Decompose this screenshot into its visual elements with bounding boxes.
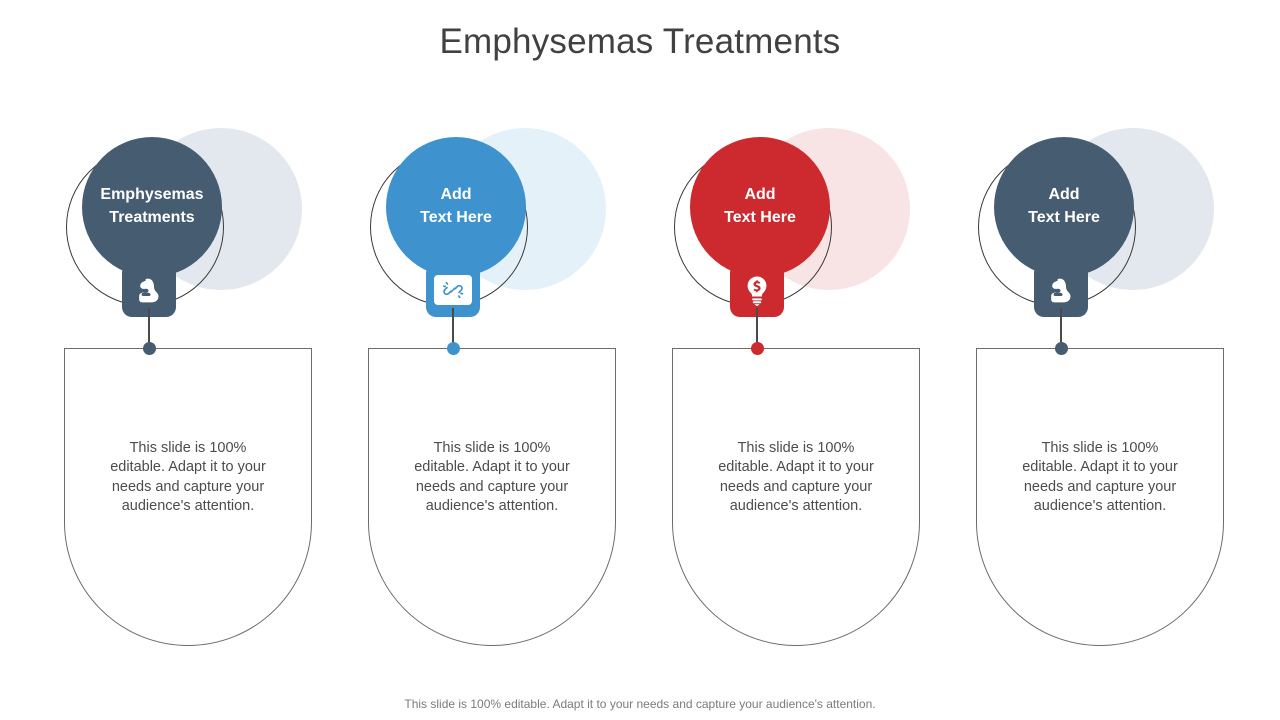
description-panel[interactable]: This slide is 100% editable. Adapt it to… <box>672 348 920 646</box>
main-circle[interactable]: Emphysemas Treatments <box>82 137 222 277</box>
connector-line <box>452 308 454 351</box>
main-circle[interactable]: Add Text Here <box>994 137 1134 277</box>
circle-cluster: Add Text Here <box>972 120 1220 332</box>
footer-note: This slide is 100% editable. Adapt it to… <box>404 697 876 711</box>
main-circle[interactable]: Add Text Here <box>386 137 526 277</box>
flexed-bicep-icon <box>1046 275 1076 305</box>
circle-label: Add Text Here <box>1028 186 1100 226</box>
infographic-column[interactable]: Add Text Here This slide is 100% editabl… <box>668 120 920 660</box>
flexed-bicep-icon <box>134 275 164 305</box>
connector-node-dot <box>446 342 460 355</box>
lightbulb-dollar-icon <box>742 274 772 306</box>
connector-line <box>1060 308 1062 351</box>
circle-label: Add Text Here <box>724 186 796 226</box>
connector-line <box>148 308 150 351</box>
connector-node-dot <box>142 342 156 355</box>
infographic-column[interactable]: Emphysemas Treatments This slide is 100%… <box>60 120 312 660</box>
icon-badge[interactable] <box>426 263 480 317</box>
circle-cluster: Emphysemas Treatments <box>60 120 308 332</box>
panel-body-text: This slide is 100% editable. Adapt it to… <box>1022 440 1178 514</box>
column-container: Emphysemas Treatments This slide is 100%… <box>60 120 1224 660</box>
circle-cluster: Add Text Here <box>364 120 612 332</box>
description-panel[interactable]: This slide is 100% editable. Adapt it to… <box>976 348 1224 646</box>
panel-body-text: This slide is 100% editable. Adapt it to… <box>110 440 266 514</box>
connector-line <box>756 308 758 351</box>
panel-body-text: This slide is 100% editable. Adapt it to… <box>414 440 570 514</box>
broken-chain-icon <box>442 279 464 301</box>
description-panel[interactable]: This slide is 100% editable. Adapt it to… <box>64 348 312 646</box>
connector-node-dot <box>750 342 764 355</box>
page-title: Emphysemas Treatments <box>439 22 841 61</box>
description-panel[interactable]: This slide is 100% editable. Adapt it to… <box>368 348 616 646</box>
circle-cluster: Add Text Here <box>668 120 916 332</box>
main-circle[interactable]: Add Text Here <box>690 137 830 277</box>
icon-badge[interactable] <box>1034 263 1088 317</box>
panel-body-text: This slide is 100% editable. Adapt it to… <box>718 440 874 514</box>
badge-plate <box>434 275 472 305</box>
infographic-column[interactable]: Add Text Here <box>364 120 616 660</box>
infographic-column[interactable]: Add Text Here This slide is 100% editabl… <box>972 120 1224 660</box>
connector-node-dot <box>1054 342 1068 355</box>
circle-label: Add Text Here <box>420 186 492 226</box>
circle-label: Emphysemas Treatments <box>100 186 204 226</box>
